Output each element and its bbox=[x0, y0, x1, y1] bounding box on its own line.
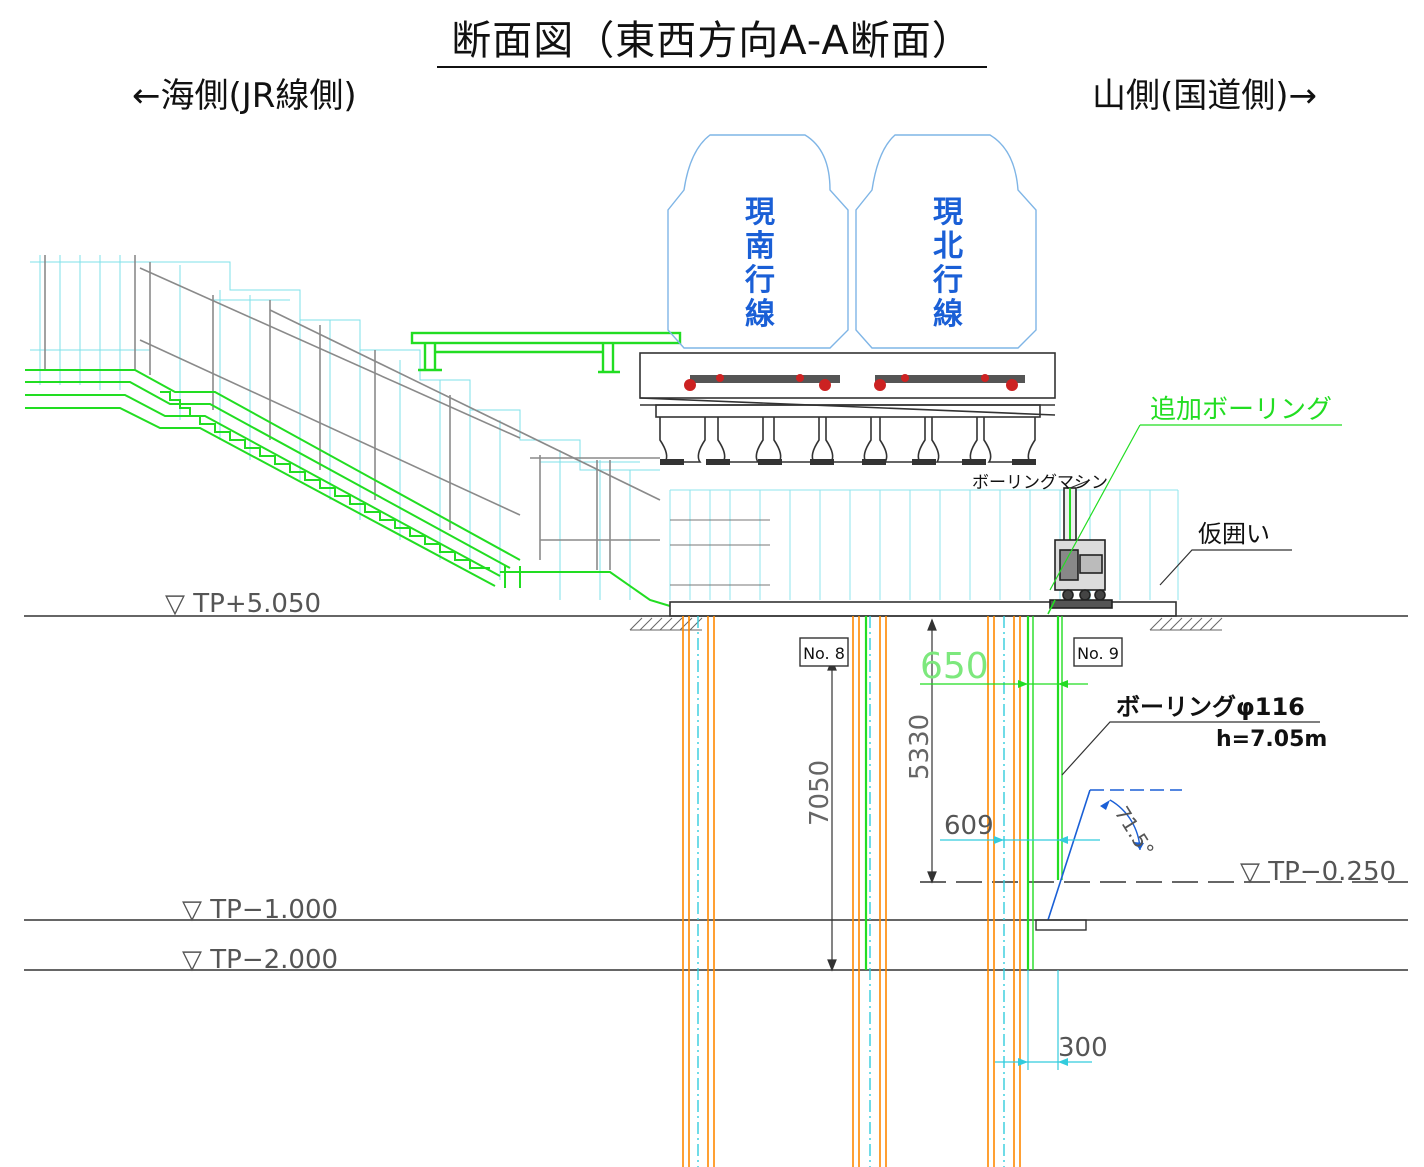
temporary-fence-label: 仮囲い bbox=[1198, 520, 1270, 548]
dim-650: 650 bbox=[920, 646, 989, 687]
level-tp-m2000: ▽ TP−2.000 bbox=[182, 945, 338, 975]
boring-spec-label: ボーリングφ116 bbox=[1116, 693, 1305, 721]
boring-machine bbox=[1047, 487, 1113, 615]
drawing-labels: No. 8 No. 9 追加ボーリング ボーリングマシン 仮囲い ボーリングφ1… bbox=[165, 395, 1396, 1063]
pier-no9-label: No. 9 bbox=[1077, 644, 1119, 663]
boring-hole bbox=[1026, 616, 1182, 1070]
track-north-label: 現 北 行 線 bbox=[932, 195, 963, 332]
sea-side-label: ←海側(JR線側) bbox=[132, 76, 357, 116]
deck-girders bbox=[639, 352, 1056, 463]
track-north-char: 線 bbox=[933, 297, 963, 332]
track-south-char: 線 bbox=[745, 297, 775, 332]
dim-300: 300 bbox=[1058, 1033, 1108, 1063]
track-north-char: 現 bbox=[933, 195, 963, 230]
track-north-char: 行 bbox=[932, 263, 963, 298]
temporary-fence bbox=[669, 489, 1179, 600]
pier-no8-label: No. 8 bbox=[803, 644, 845, 663]
pile-2 bbox=[852, 616, 887, 1167]
track-south-char: 南 bbox=[745, 229, 775, 264]
piles bbox=[682, 616, 1021, 1167]
track-south-label: 現 南 行 線 bbox=[744, 195, 775, 332]
track-south-char: 現 bbox=[745, 195, 775, 230]
ground-hatch bbox=[629, 617, 1223, 631]
boring-machine-label: ボーリングマシン bbox=[972, 473, 1108, 493]
level-tp-m1000: ▽ TP−1.000 bbox=[182, 895, 338, 925]
scaffold-cyan bbox=[30, 255, 660, 600]
level-tp-m0250: ▽ TP−0.250 bbox=[1240, 857, 1396, 887]
viaduct: 現 南 行 線 現 北 行 線 bbox=[639, 134, 1056, 465]
pile-1 bbox=[682, 616, 715, 1167]
pile-3 bbox=[987, 616, 1021, 1167]
dim-7050: 7050 bbox=[805, 760, 835, 826]
green-stair bbox=[25, 369, 671, 607]
stair-structure bbox=[25, 255, 682, 607]
deck-bases bbox=[660, 459, 1036, 465]
train-envelope-south bbox=[667, 134, 849, 349]
ground bbox=[24, 601, 1408, 971]
leaders bbox=[1049, 424, 1342, 776]
handrails bbox=[44, 255, 661, 570]
track-north-char: 北 bbox=[933, 229, 963, 264]
green-beam bbox=[410, 331, 682, 374]
dim-5330: 5330 bbox=[905, 714, 935, 780]
boring-depth-label: h=7.05m bbox=[1216, 727, 1327, 752]
dim-angle: 71.5° bbox=[1110, 802, 1159, 861]
mountain-side-label: 山側(国道側)→ bbox=[1092, 76, 1318, 116]
train-envelope-north bbox=[855, 134, 1037, 349]
dim-609: 609 bbox=[944, 811, 994, 841]
track-south-char: 行 bbox=[744, 263, 775, 298]
drawing-title: 断面図（東西方向A-A断面） bbox=[0, 8, 1424, 68]
pier-boxes bbox=[799, 637, 1123, 667]
additional-boring-label: 追加ボーリング bbox=[1150, 395, 1332, 425]
level-ground: ▽ TP+5.050 bbox=[165, 589, 321, 619]
rails bbox=[684, 374, 1025, 391]
dimensions bbox=[827, 618, 1100, 1066]
